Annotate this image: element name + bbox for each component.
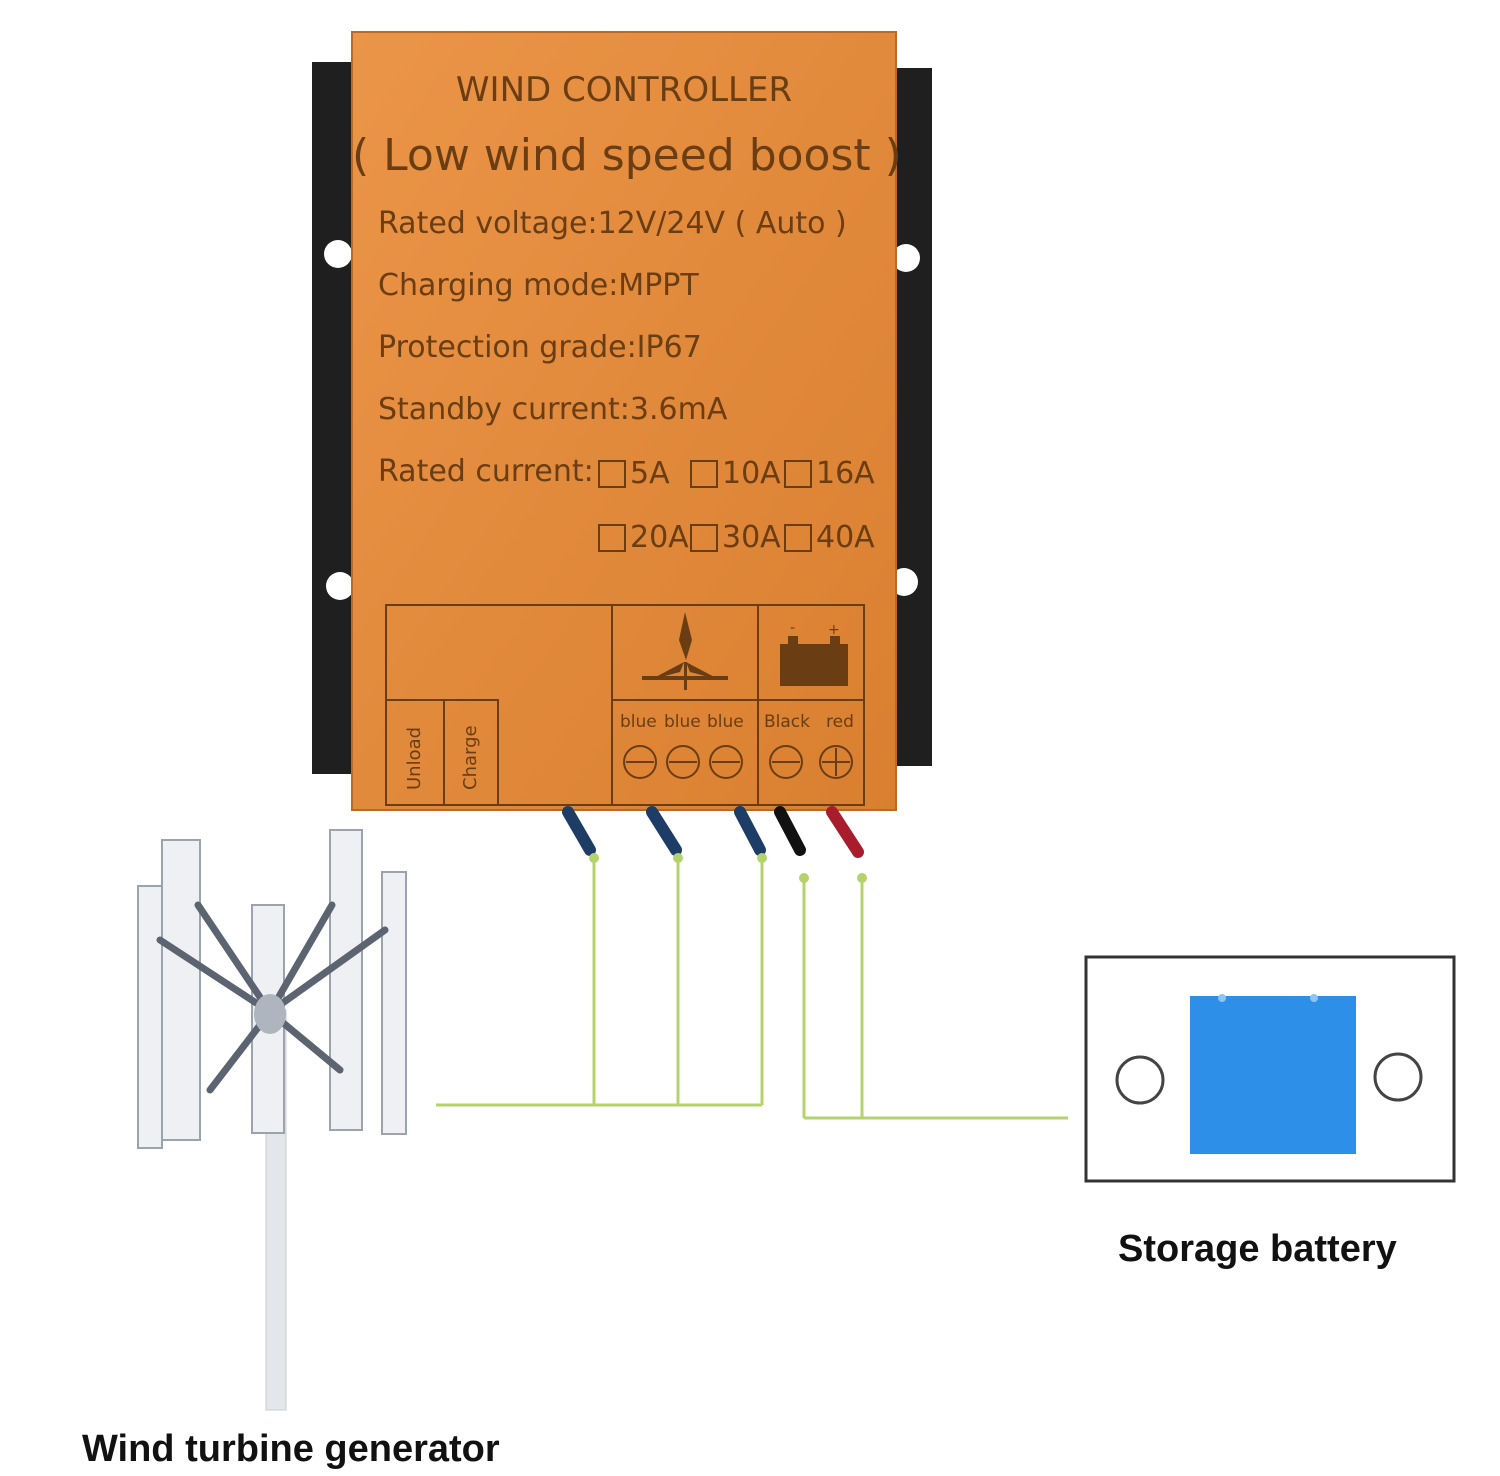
checkbox-icon: [690, 459, 718, 488]
checkbox-icon: [598, 523, 626, 552]
checkbox-icon: [598, 459, 626, 488]
terminal-panel: [385, 604, 865, 806]
current-option-16a: 16A: [784, 456, 875, 491]
battery-caption: Storage battery: [1118, 1228, 1397, 1270]
svg-text:-: -: [790, 620, 795, 636]
svg-text:+: +: [828, 622, 840, 638]
battery-symbol-icon: - +: [780, 620, 848, 686]
checkbox-icon: [784, 523, 812, 552]
wire-junction-dots: [589, 853, 867, 883]
turbine-symbol-icon: [642, 612, 728, 690]
current-option-30a: 30A: [690, 520, 781, 555]
terminal-label-blue-2: blue: [664, 712, 701, 732]
current-option-20a: 20A: [598, 520, 689, 555]
spec-protection-grade: Protection grade:IP67: [378, 330, 702, 365]
current-option-5a: 5A: [598, 456, 670, 491]
terminal-label-blue-1: blue: [620, 712, 657, 732]
controller-subtitle: ( Low wind speed boost ): [352, 130, 902, 181]
checkbox-icon: [784, 459, 812, 488]
current-option-40a: 40A: [784, 520, 875, 555]
controller-title: WIND CONTROLLER: [455, 70, 793, 110]
checkbox-icon: [690, 523, 718, 552]
spec-rated-voltage: Rated voltage:12V/24V ( Auto ): [378, 206, 847, 241]
rated-current-label: Rated current:: [378, 454, 594, 489]
spec-standby-current: Standby current:3.6mA: [378, 392, 728, 427]
wind-turbine: [137, 829, 407, 1411]
wiring-lines: [436, 858, 1068, 1120]
turbine-caption: Wind turbine generator: [82, 1428, 500, 1470]
spec-charging-mode: Charging mode:MPPT: [378, 268, 699, 303]
charge-label: Charge: [460, 725, 481, 790]
current-option-10a: 10A: [690, 456, 781, 491]
terminal-label-blue-3: blue: [707, 712, 744, 732]
terminal-label-red: red: [826, 712, 854, 732]
output-cables: [562, 806, 864, 858]
screw-terminals: [623, 745, 853, 779]
heatsink: [312, 62, 932, 774]
storage-battery: [1084, 955, 1456, 1183]
unload-label: Unload: [404, 726, 425, 790]
terminal-label-black: Black: [764, 712, 810, 732]
